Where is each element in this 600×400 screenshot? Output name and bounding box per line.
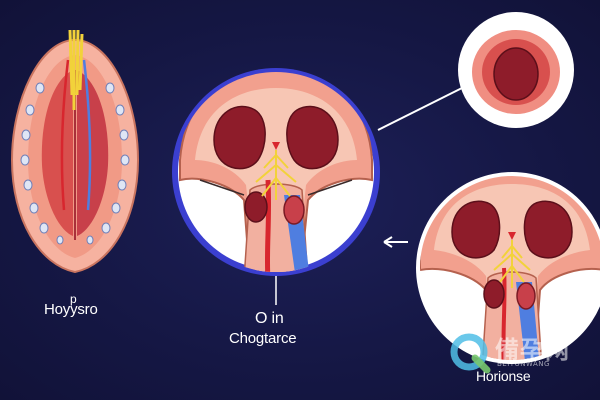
right-left-chamber xyxy=(451,200,501,259)
left-organ-label: Hoyysro xyxy=(44,301,98,318)
right-gland-right xyxy=(516,282,536,310)
center-nerve-tree xyxy=(255,150,297,200)
right-right-chamber xyxy=(523,200,573,259)
left-organ xyxy=(10,29,140,274)
left-vessel-red xyxy=(60,59,70,211)
center-right-chamber xyxy=(286,105,339,170)
right-vessel-red xyxy=(501,267,507,360)
right-red-point xyxy=(508,232,516,240)
center-label: Chogtarce xyxy=(229,330,297,347)
center-left-chamber xyxy=(213,105,266,170)
center-base-line xyxy=(199,179,353,196)
left-organ-inner-lobe-right xyxy=(77,70,109,236)
connector-line-small xyxy=(377,87,463,131)
center-red-point xyxy=(272,142,280,150)
right-gland-left xyxy=(483,279,505,309)
center-top-label: O in xyxy=(255,310,284,327)
left-vessel-blue xyxy=(82,59,92,211)
right-nerve-tree xyxy=(493,240,531,288)
watermark-text: 備孕网 xyxy=(495,336,570,364)
watermark: 備孕网 BEIYUNWANG xyxy=(447,330,587,376)
watermark-subtext: BEIYUNWANG xyxy=(497,360,550,368)
center-vessel-red xyxy=(264,179,272,272)
left-organ-inner-lobe-left xyxy=(41,70,73,236)
q-logo-icon xyxy=(450,333,491,374)
center-gland-left xyxy=(244,191,268,223)
arrow-icon xyxy=(383,236,408,248)
center-gland-right xyxy=(283,195,305,225)
left-organ-top-label: p xyxy=(70,292,77,306)
center-detail xyxy=(172,68,380,305)
small-detail xyxy=(458,12,574,128)
small-core xyxy=(493,47,539,101)
left-follicles xyxy=(20,82,130,245)
right-detail xyxy=(416,172,600,364)
left-nerve-bundle xyxy=(68,29,84,110)
